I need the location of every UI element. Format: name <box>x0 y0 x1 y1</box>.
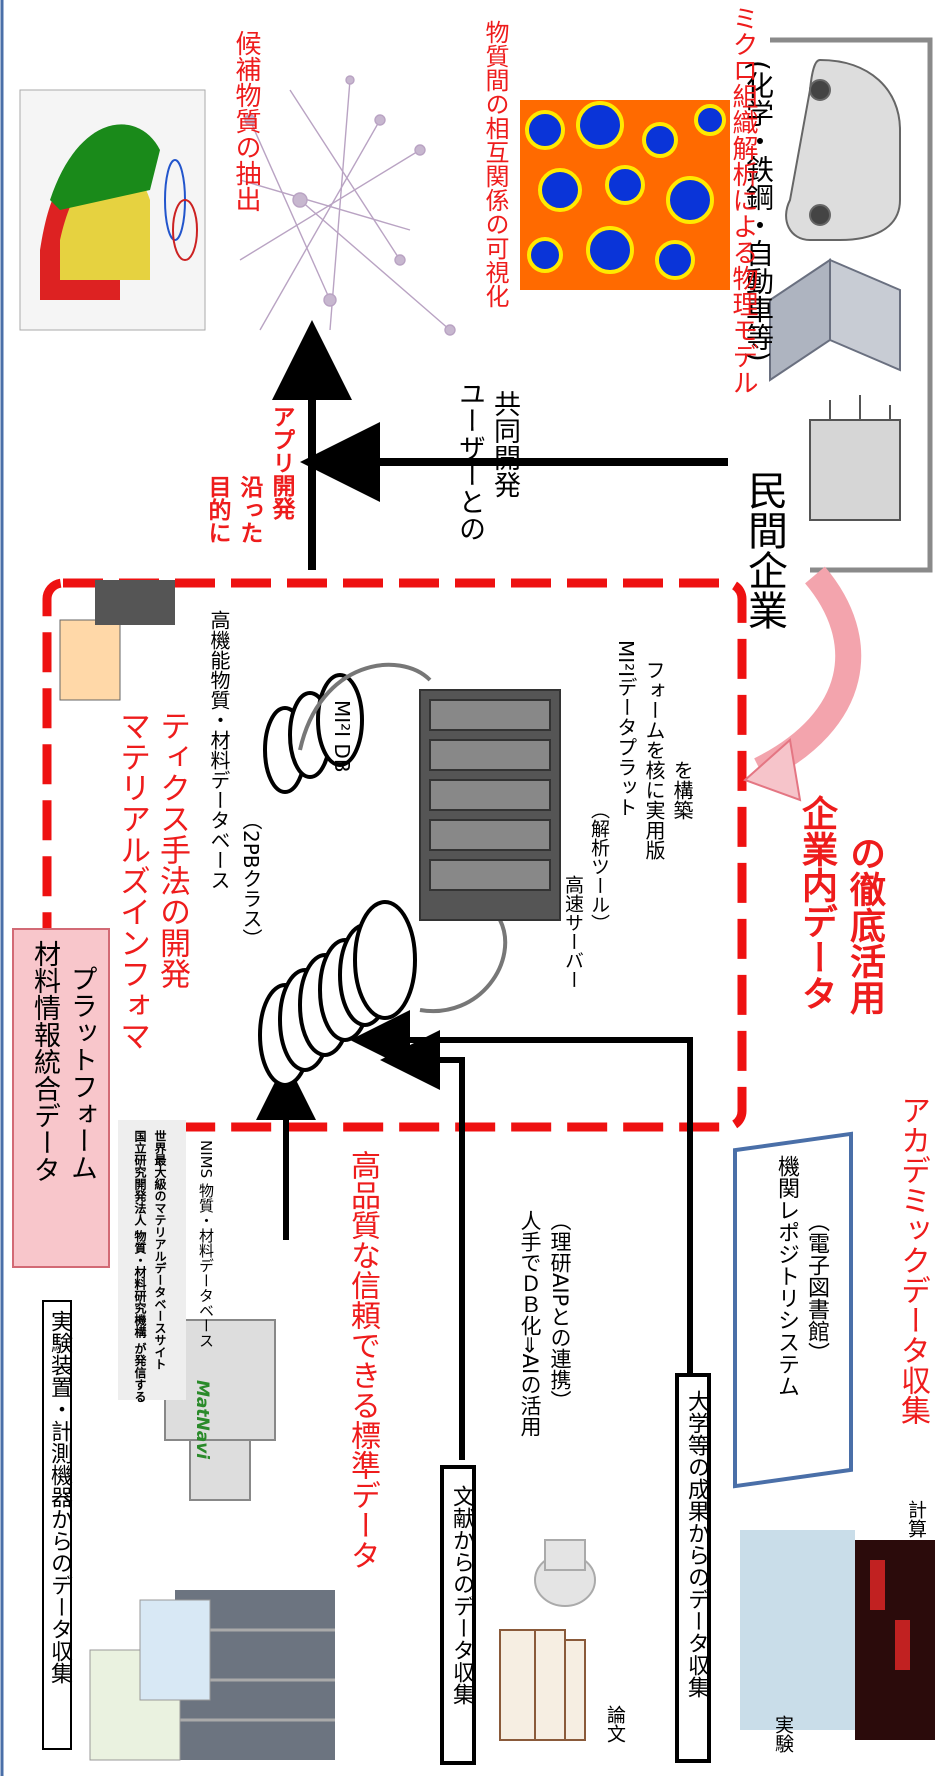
person-desk-image <box>59 580 175 701</box>
matnavi-banner-line-1: 国立研究開発法人 物質・材料研究機構 が発信する <box>133 1130 147 1403</box>
platform-title-1: 材料情報統合データ <box>29 940 60 1183</box>
mi-dev-1: マテリアルズインフォマ <box>114 710 150 1051</box>
mi-dev-2: ティクス手法の開発 <box>154 710 190 989</box>
company-sub: (化学・鉄鋼・自動車等) <box>742 60 775 362</box>
ai-text-2: （理研AIPとの連携） <box>548 1210 572 1412</box>
plant-image <box>809 395 901 521</box>
mi2i-text-2: フォームを核に実用版 <box>642 660 666 860</box>
steel-image <box>769 258 901 382</box>
ai-text-1: 人手でＤＢ化⇒AIの活用 <box>518 1210 542 1438</box>
books-image <box>499 1629 586 1741</box>
microstructure-image <box>520 100 730 290</box>
app-dev-3: アプリ開発 <box>268 405 294 520</box>
academic-data-text: アカデミックデータ収集 <box>895 1095 930 1425</box>
exp-title: 実験装置・計測機器からのデータ収集 <box>47 1310 72 1684</box>
surface-plot-image <box>19 89 206 331</box>
car-image <box>785 58 901 241</box>
co-dev-2: 共同開発 <box>489 390 520 498</box>
robot-reading-image <box>534 1539 596 1607</box>
repo-text-2: （電子図書館） <box>804 1210 829 1364</box>
app-dev-2: 沿った <box>236 475 262 544</box>
pink-curve-arrow <box>754 566 862 782</box>
platform-title-box <box>12 928 110 1268</box>
matnavi-caption: NIMS 物質・材料データベース <box>197 1140 215 1348</box>
network-graph-image <box>239 75 456 336</box>
company-bracket <box>770 37 933 573</box>
standard-data-text: 高品質な信頼できる標準データ <box>345 1150 380 1570</box>
mi2i-text-1: MI²Iデータプラット <box>614 640 638 818</box>
matnavi-banner <box>118 1120 186 1400</box>
app-dev-1: 目的に <box>204 475 230 544</box>
server-rack <box>419 689 561 921</box>
arrow-lit-to-db <box>380 1030 465 1460</box>
micro-label: ミクロ組織解析による物理モデル <box>728 5 758 395</box>
internal-data-1: 企業内データ <box>796 795 837 1011</box>
db-stack-small <box>263 673 364 794</box>
mi2i-text-3: を構築 <box>670 760 694 820</box>
arrow-univ-to-db <box>350 1010 693 1380</box>
server-text-1: 高速サーバー <box>562 875 584 989</box>
db-stack-large <box>258 900 417 1087</box>
lab-photo-image <box>740 1530 855 1730</box>
matnavi-banner-line-2: 世界最大級のマテリアルデータベースサイト <box>153 1130 167 1370</box>
matnavi-logo: MatNavi <box>192 1380 212 1460</box>
internal-data-2: の徹底活用 <box>844 835 885 1015</box>
platform-title-2: プラットフォーム <box>66 965 97 1181</box>
relation-label: 物質間の相互関係の可視化 <box>481 20 509 308</box>
univ-title: 大学等の成果からのデータ収集 <box>684 1390 709 1698</box>
paper-label: 論文 <box>604 1705 626 1743</box>
calc-label: 計算 <box>905 1500 927 1538</box>
company-main: 民間企業 <box>741 470 787 630</box>
lit-title-box <box>440 1465 476 1765</box>
exp-title-box <box>42 1300 72 1750</box>
supercomputer-image <box>855 1540 935 1740</box>
univ-title-box <box>675 1373 711 1763</box>
documents-image <box>89 1599 211 1761</box>
candidate-label: 候補物質の抽出 <box>231 30 261 212</box>
repo-text-1: 機関レポジトリシステム <box>774 1155 799 1397</box>
co-dev-1: ユーザーとの <box>454 380 485 542</box>
db-caption-2: （2PBクラス） <box>239 810 263 949</box>
mi2i-db-label: MI²I DB <box>330 700 354 773</box>
db-caption-1: 高機能物質・材料データベース <box>207 610 231 890</box>
exp-label: 実験 <box>772 1715 794 1753</box>
server-text-2: （解析ツール） <box>588 800 610 933</box>
lit-title: 文献からのデータ収集 <box>449 1485 474 1705</box>
